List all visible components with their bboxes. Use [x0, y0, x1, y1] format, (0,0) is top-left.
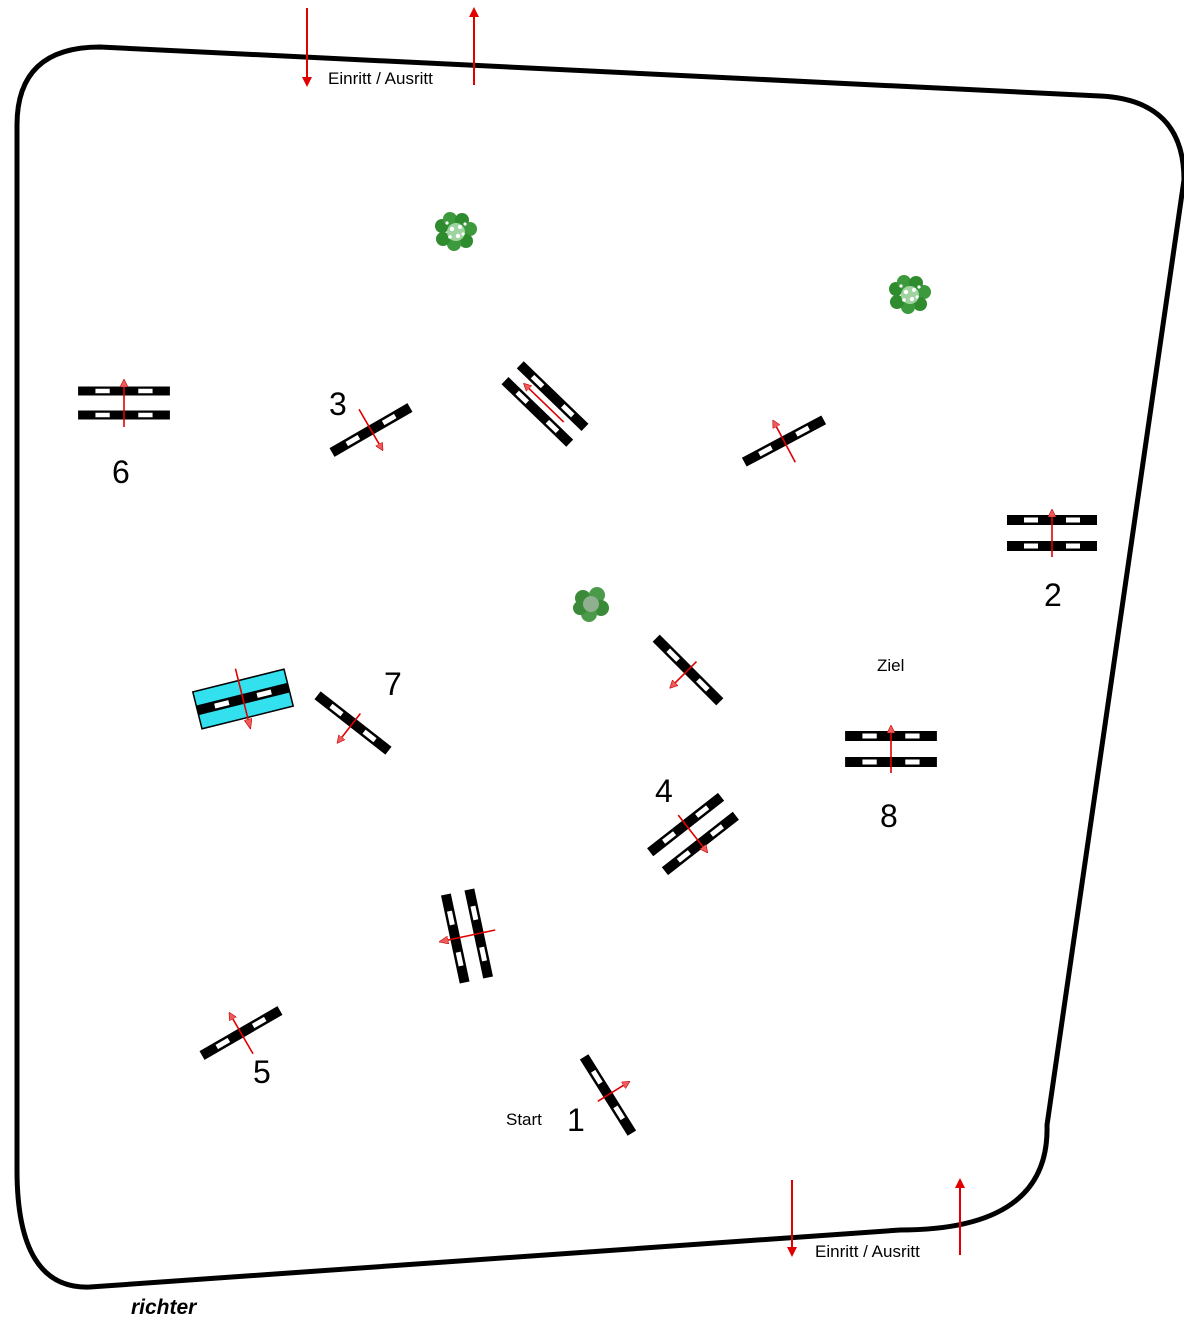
obstacle-number-7: 7	[384, 666, 402, 702]
oxer-jump-icon	[501, 361, 589, 447]
oxer-jump-icon	[78, 383, 170, 427]
oxer-jump-icon	[1007, 513, 1097, 557]
finish-label: Ziel	[877, 656, 904, 675]
arena-boundary	[14, 44, 1184, 1290]
single-rail-jump-icon	[314, 691, 392, 755]
bush-icon	[573, 587, 609, 622]
single-rail-jump-icon	[652, 634, 724, 706]
single-rail-jump-icon	[741, 415, 827, 467]
obstacle-number-4: 4	[655, 773, 673, 809]
obstacle-number-3: 3	[329, 386, 347, 422]
judge-label: richter	[131, 1296, 198, 1317]
obstacle-number-1: 1	[567, 1102, 585, 1138]
obstacle-number-5: 5	[253, 1054, 271, 1090]
obstacle-number-6: 6	[112, 454, 130, 490]
single-rail-jump-icon	[579, 1054, 637, 1136]
water-jump-icon	[191, 657, 295, 730]
entrance-bottom-label: Einritt / Ausritt	[815, 1242, 920, 1261]
start-label: Start	[506, 1110, 542, 1129]
obstacle-number-2: 2	[1044, 577, 1062, 613]
entrance-top-label: Einritt / Ausritt	[328, 69, 433, 88]
bush-icon	[435, 212, 477, 251]
bush-icon	[889, 275, 931, 314]
single-rail-jump-icon	[199, 1006, 283, 1060]
oxer-jump-icon	[441, 888, 504, 984]
obstacle-number-8: 8	[880, 798, 898, 834]
oxer-jump-icon	[845, 729, 937, 773]
